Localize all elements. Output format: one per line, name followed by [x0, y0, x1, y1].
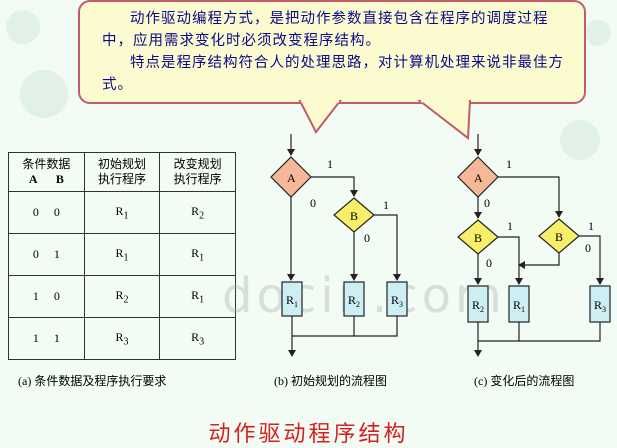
decision-a-label: A [474, 171, 483, 185]
cell-initial-sub: 3 [123, 336, 129, 348]
edge-label: 0 [585, 241, 591, 255]
cell-changed-r: R [191, 329, 200, 344]
process-label: R3 [391, 293, 403, 309]
edge-b2-0 [518, 253, 560, 269]
decor-bubble [6, 10, 40, 44]
decision-b1-label: B [474, 231, 482, 245]
process-label: R1 [286, 293, 298, 309]
process-label: R1 [513, 298, 525, 314]
condition-table: 条件数据 A B 初始规划 执行程序 改变规划 执行程序 0 0 R1 R2 0… [8, 152, 236, 360]
edge-label: 1 [383, 198, 389, 212]
cell-initial-r: R [115, 287, 124, 302]
process-label: R3 [594, 298, 606, 314]
edge-merge-r3 [354, 316, 398, 337]
edge-merge-r1 [478, 322, 520, 342]
table-row: 1 0 R2 R1 [8, 275, 236, 318]
cell-b: 1 [53, 247, 60, 261]
decor-bubble [560, 120, 600, 160]
cell-changed-sub: 3 [199, 336, 205, 348]
caption-a: (a) 条件数据及程序执行要求 [18, 374, 167, 388]
page-title: 动作驱动程序结构 [208, 422, 409, 447]
cell-initial-sub: 1 [123, 252, 129, 264]
caption-b: (b) 初始规划的流程图 [274, 374, 387, 388]
decision-b2-label: B [555, 230, 563, 244]
edge-label: 1 [506, 157, 512, 171]
edge-label: 0 [310, 196, 316, 210]
cell-b: 1 [53, 331, 60, 345]
cell-a: 0 [32, 247, 39, 261]
process-label: R2 [348, 293, 360, 309]
callout-paragraph-1: 动作驱动编程方式，是把动作参数直接包含在程序的调度过程中，应用需求变化时必须改变… [102, 11, 549, 49]
edge-a-1 [311, 176, 358, 197]
description-callout: 动作驱动编程方式，是把动作参数直接包含在程序的调度过程中，应用需求变化时必须改变… [78, 0, 586, 104]
cell-initial: R1 [83, 233, 161, 276]
caption-c: (c) 变化后的流程图 [474, 374, 575, 388]
decision-a-label: A [287, 171, 296, 185]
cell-ab: 0 0 [8, 191, 85, 234]
edge-merge-r2 [292, 316, 355, 337]
cell-b: 0 [53, 205, 60, 219]
cell-initial-sub: 1 [123, 210, 129, 222]
edge-label: 0 [484, 196, 490, 210]
cell-changed-r: R [191, 287, 200, 302]
edge-label: 1 [327, 157, 333, 171]
cell-initial-r: R [115, 245, 124, 260]
edge-label: 0 [486, 256, 492, 270]
cell-changed-sub: 1 [199, 294, 205, 306]
header-changed-line2: 执行程序 [173, 172, 222, 186]
header-initial-line1: 初始规划 [97, 157, 146, 171]
cell-a: 1 [32, 331, 39, 345]
cell-initial-r: R [115, 203, 124, 218]
cell-changed-sub: 1 [199, 252, 205, 264]
cell-ab: 1 1 [8, 317, 85, 360]
cell-b: 0 [53, 289, 60, 303]
cell-a: 1 [32, 289, 39, 303]
cell-changed: R1 [159, 275, 236, 318]
edge-b2-1 [579, 235, 604, 285]
callout-paragraph-2: 特点是程序结构符合人的处理思路，对计算机处理来说非最佳方式。 [102, 55, 564, 93]
cell-changed-r: R [191, 203, 200, 218]
edge-merge-r3 [519, 322, 601, 342]
cell-initial: R1 [83, 191, 161, 234]
table-row: 1 1 R3 R3 [8, 317, 236, 360]
cell-initial-sub: 2 [123, 294, 129, 306]
header-ab-label: A B [28, 172, 64, 186]
cell-changed: R3 [159, 317, 236, 360]
decor-bubble [20, 70, 68, 118]
cell-changed: R1 [159, 233, 236, 276]
cell-initial: R2 [83, 275, 161, 318]
flowchart-initial [270, 134, 408, 357]
header-changed: 改变规划 执行程序 [159, 152, 236, 192]
decor-bubble [585, 20, 611, 46]
edge-a-1 [498, 176, 563, 218]
edge-b-1 [374, 214, 401, 281]
edge-label: 1 [507, 219, 513, 233]
decision-b-label: B [350, 209, 358, 223]
cell-a: 0 [32, 205, 39, 219]
edge-b1-1 [498, 236, 523, 285]
edge-label: 1 [588, 219, 594, 233]
header-changed-line1: 改变规划 [173, 157, 222, 171]
cell-changed-sub: 2 [199, 210, 205, 222]
cell-initial-r: R [115, 329, 124, 344]
edge-label: 0 [364, 231, 370, 245]
header-condition-label: 条件数据 [22, 157, 71, 171]
table-row: 0 0 R1 R2 [8, 191, 236, 234]
header-initial-line2: 执行程序 [97, 172, 146, 186]
process-label: R2 [472, 298, 484, 314]
flowchart-changed [457, 134, 611, 357]
cell-changed-r: R [191, 245, 200, 260]
